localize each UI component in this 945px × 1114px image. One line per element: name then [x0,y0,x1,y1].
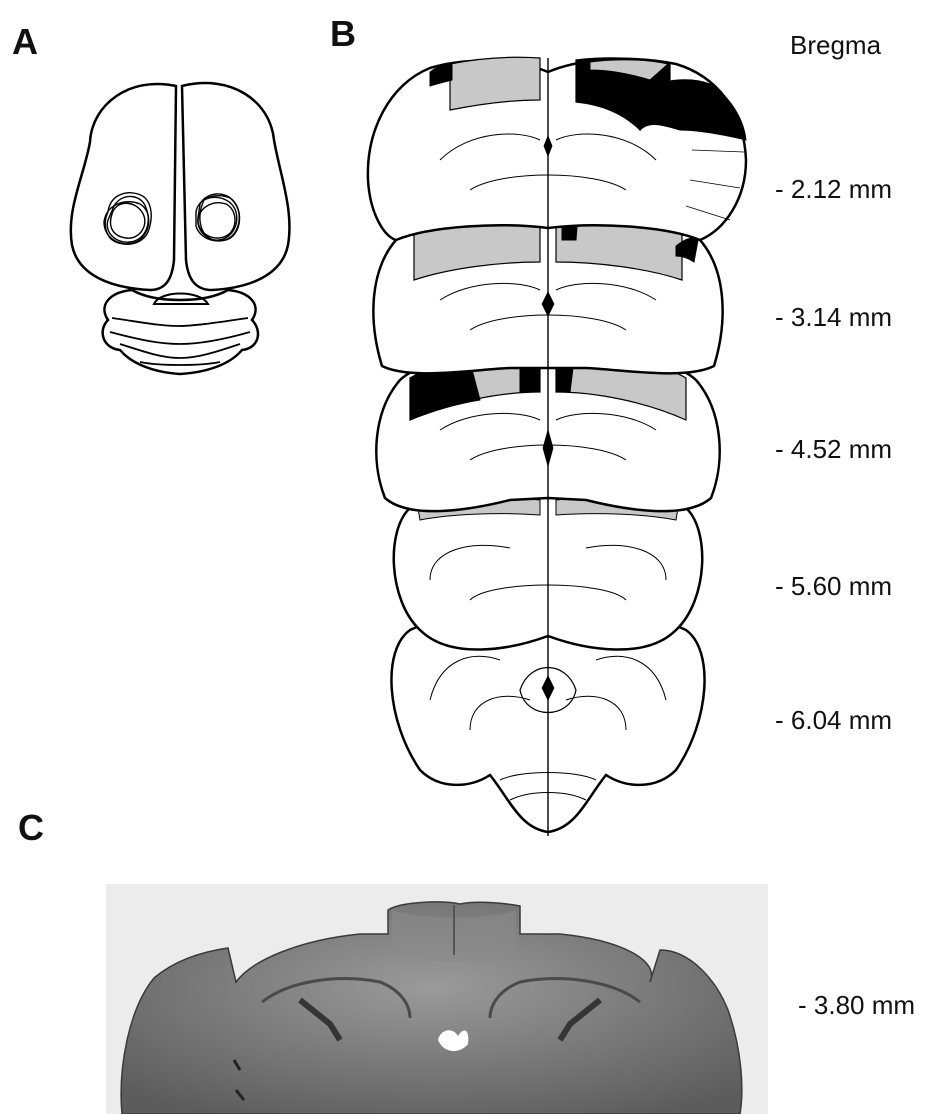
lesion-outlines-right [196,194,240,241]
dorsal-brain-diagram [71,83,290,374]
lesion-outlines-left [104,193,151,244]
right-hemisphere-outline [182,83,289,290]
coronal-sections [368,57,746,836]
cerebellar-folia [110,318,250,365]
left-hemisphere-outline [71,84,176,290]
histology-photo [106,884,768,1114]
cerebellum-outline [103,290,258,374]
coronal-section-2-12 [368,57,746,240]
